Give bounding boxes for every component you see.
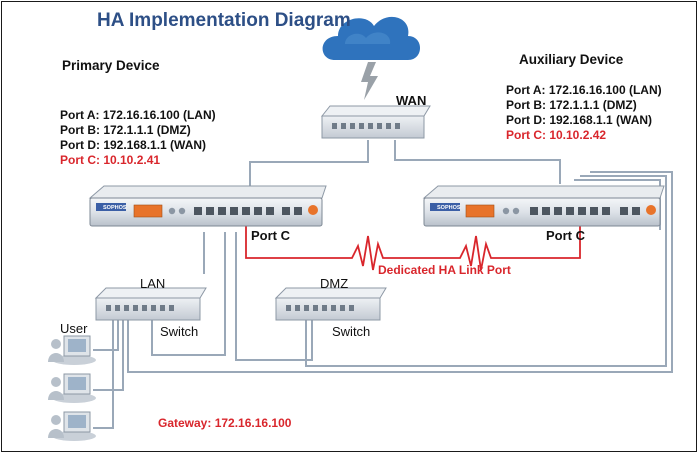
auxiliary-port-c: Port C: 10.10.2.42 xyxy=(506,128,607,142)
auxiliary-brand-label: SOPHOS xyxy=(437,205,461,211)
lightning-icon xyxy=(361,62,378,100)
dmz-cable-auxiliary xyxy=(305,175,667,367)
lan-label: LAN xyxy=(140,276,166,291)
user-cable-1 xyxy=(93,316,119,351)
primary-firewall-appliance-icon xyxy=(88,185,327,227)
dmz-label: DMZ xyxy=(320,276,349,291)
diagram-title: HA Implementation Diagram xyxy=(97,10,351,31)
cloud-icon xyxy=(322,16,420,61)
primary-brand-label: SOPHOS xyxy=(103,205,127,211)
user-label: User xyxy=(60,321,88,336)
auxiliary-firewall-appliance-icon xyxy=(422,185,665,227)
primary-port-b: Port B: 172.1.1.1 (DMZ) xyxy=(60,123,191,137)
ha-link-cable xyxy=(245,226,581,271)
primary-port-a: Port A: 172.16.16.100 (LAN) xyxy=(60,108,216,122)
lan-switch-label: Switch xyxy=(160,324,199,339)
auxiliary-device-heading: Auxiliary Device xyxy=(519,52,624,67)
auxiliary-port-b: Port B: 172.1.1.1 (DMZ) xyxy=(506,98,637,112)
gateway-label: Gateway: 172.16.16.100 xyxy=(158,416,292,430)
lan-cable-auxiliary xyxy=(127,171,673,373)
user-cable-2 xyxy=(93,316,124,391)
user-cable-3 xyxy=(93,316,114,429)
dmz-switch-label: Switch xyxy=(332,324,371,339)
auxiliary-port-d: Port D: 192.168.1.1 (WAN) xyxy=(506,113,653,127)
primary-port-c: Port C: 10.10.2.41 xyxy=(60,153,161,167)
dmz-cable-primary xyxy=(235,232,313,361)
primary-port-list: Port A: 172.16.16.100 (LAN) Port B: 172.… xyxy=(60,108,216,168)
auxiliary-port-a: Port A: 172.16.16.100 (LAN) xyxy=(506,83,662,97)
wan-label: WAN xyxy=(396,93,427,108)
primary-device-heading: Primary Device xyxy=(62,58,160,73)
primary-port-d: Port D: 192.168.1.1 (WAN) xyxy=(60,138,207,152)
cables xyxy=(93,140,673,429)
auxiliary-port-list: Port A: 172.16.16.100 (LAN) Port B: 172.… xyxy=(506,83,662,143)
ha-link-label: Dedicated HA Link Port xyxy=(378,263,511,277)
primary-port-c-label: Port C xyxy=(251,228,290,243)
wan-cable-primary xyxy=(249,140,369,196)
wan-cable-auxiliary xyxy=(394,140,561,184)
user-computer-icon-3 xyxy=(48,411,96,441)
user-computer-icon-1 xyxy=(48,335,96,365)
lan-loop-primary xyxy=(151,232,226,356)
dmz-switch-icon xyxy=(274,287,387,321)
wan-router-icon xyxy=(320,105,431,139)
user-computer-icon-2 xyxy=(48,373,96,403)
lan-switch-icon xyxy=(94,287,207,321)
auxiliary-port-c-label: Port C xyxy=(546,228,585,243)
